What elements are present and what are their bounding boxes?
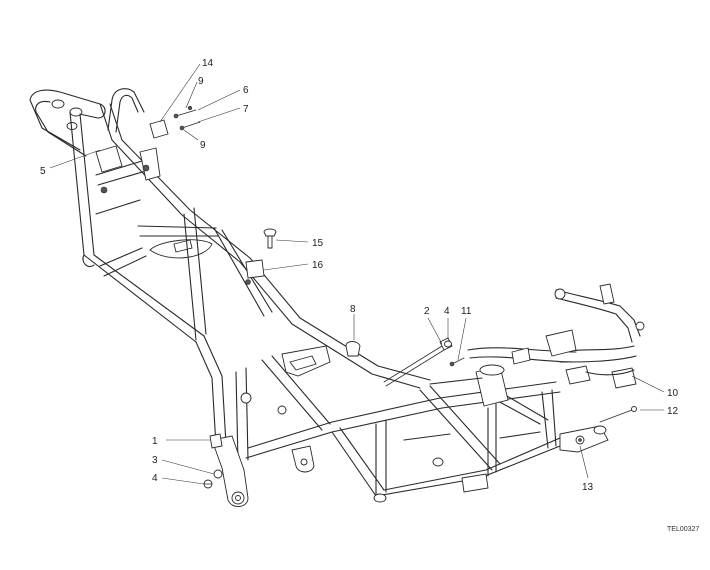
callout-2: 2 xyxy=(424,306,430,317)
callout-12: 12 xyxy=(667,406,679,417)
callout-4-upper: 4 xyxy=(444,306,450,317)
callout-8: 8 xyxy=(350,304,356,315)
callout-15: 15 xyxy=(312,238,324,249)
callout-6: 6 xyxy=(243,85,249,96)
callout-7: 7 xyxy=(243,104,249,115)
callout-5: 5 xyxy=(40,166,46,177)
callout-13: 13 xyxy=(582,482,594,493)
callout-1: 1 xyxy=(152,436,158,447)
callout-10: 10 xyxy=(667,388,679,399)
motorcycle-frame xyxy=(29,88,645,507)
callout-14: 14 xyxy=(202,58,214,69)
callout-16: 16 xyxy=(312,260,324,271)
callout-9-upper: 9 xyxy=(198,76,204,87)
callout-11: 11 xyxy=(461,306,472,317)
callout-4-lower: 4 xyxy=(152,473,158,484)
callout-3: 3 xyxy=(152,455,158,466)
callout-9-lower: 9 xyxy=(200,140,206,151)
reference-code: TEL00327 xyxy=(667,526,699,533)
callout-labels: 14 9 6 7 9 5 15 16 8 2 4 11 10 12 1 3 4 … xyxy=(40,58,679,493)
leader-lines xyxy=(49,63,665,485)
